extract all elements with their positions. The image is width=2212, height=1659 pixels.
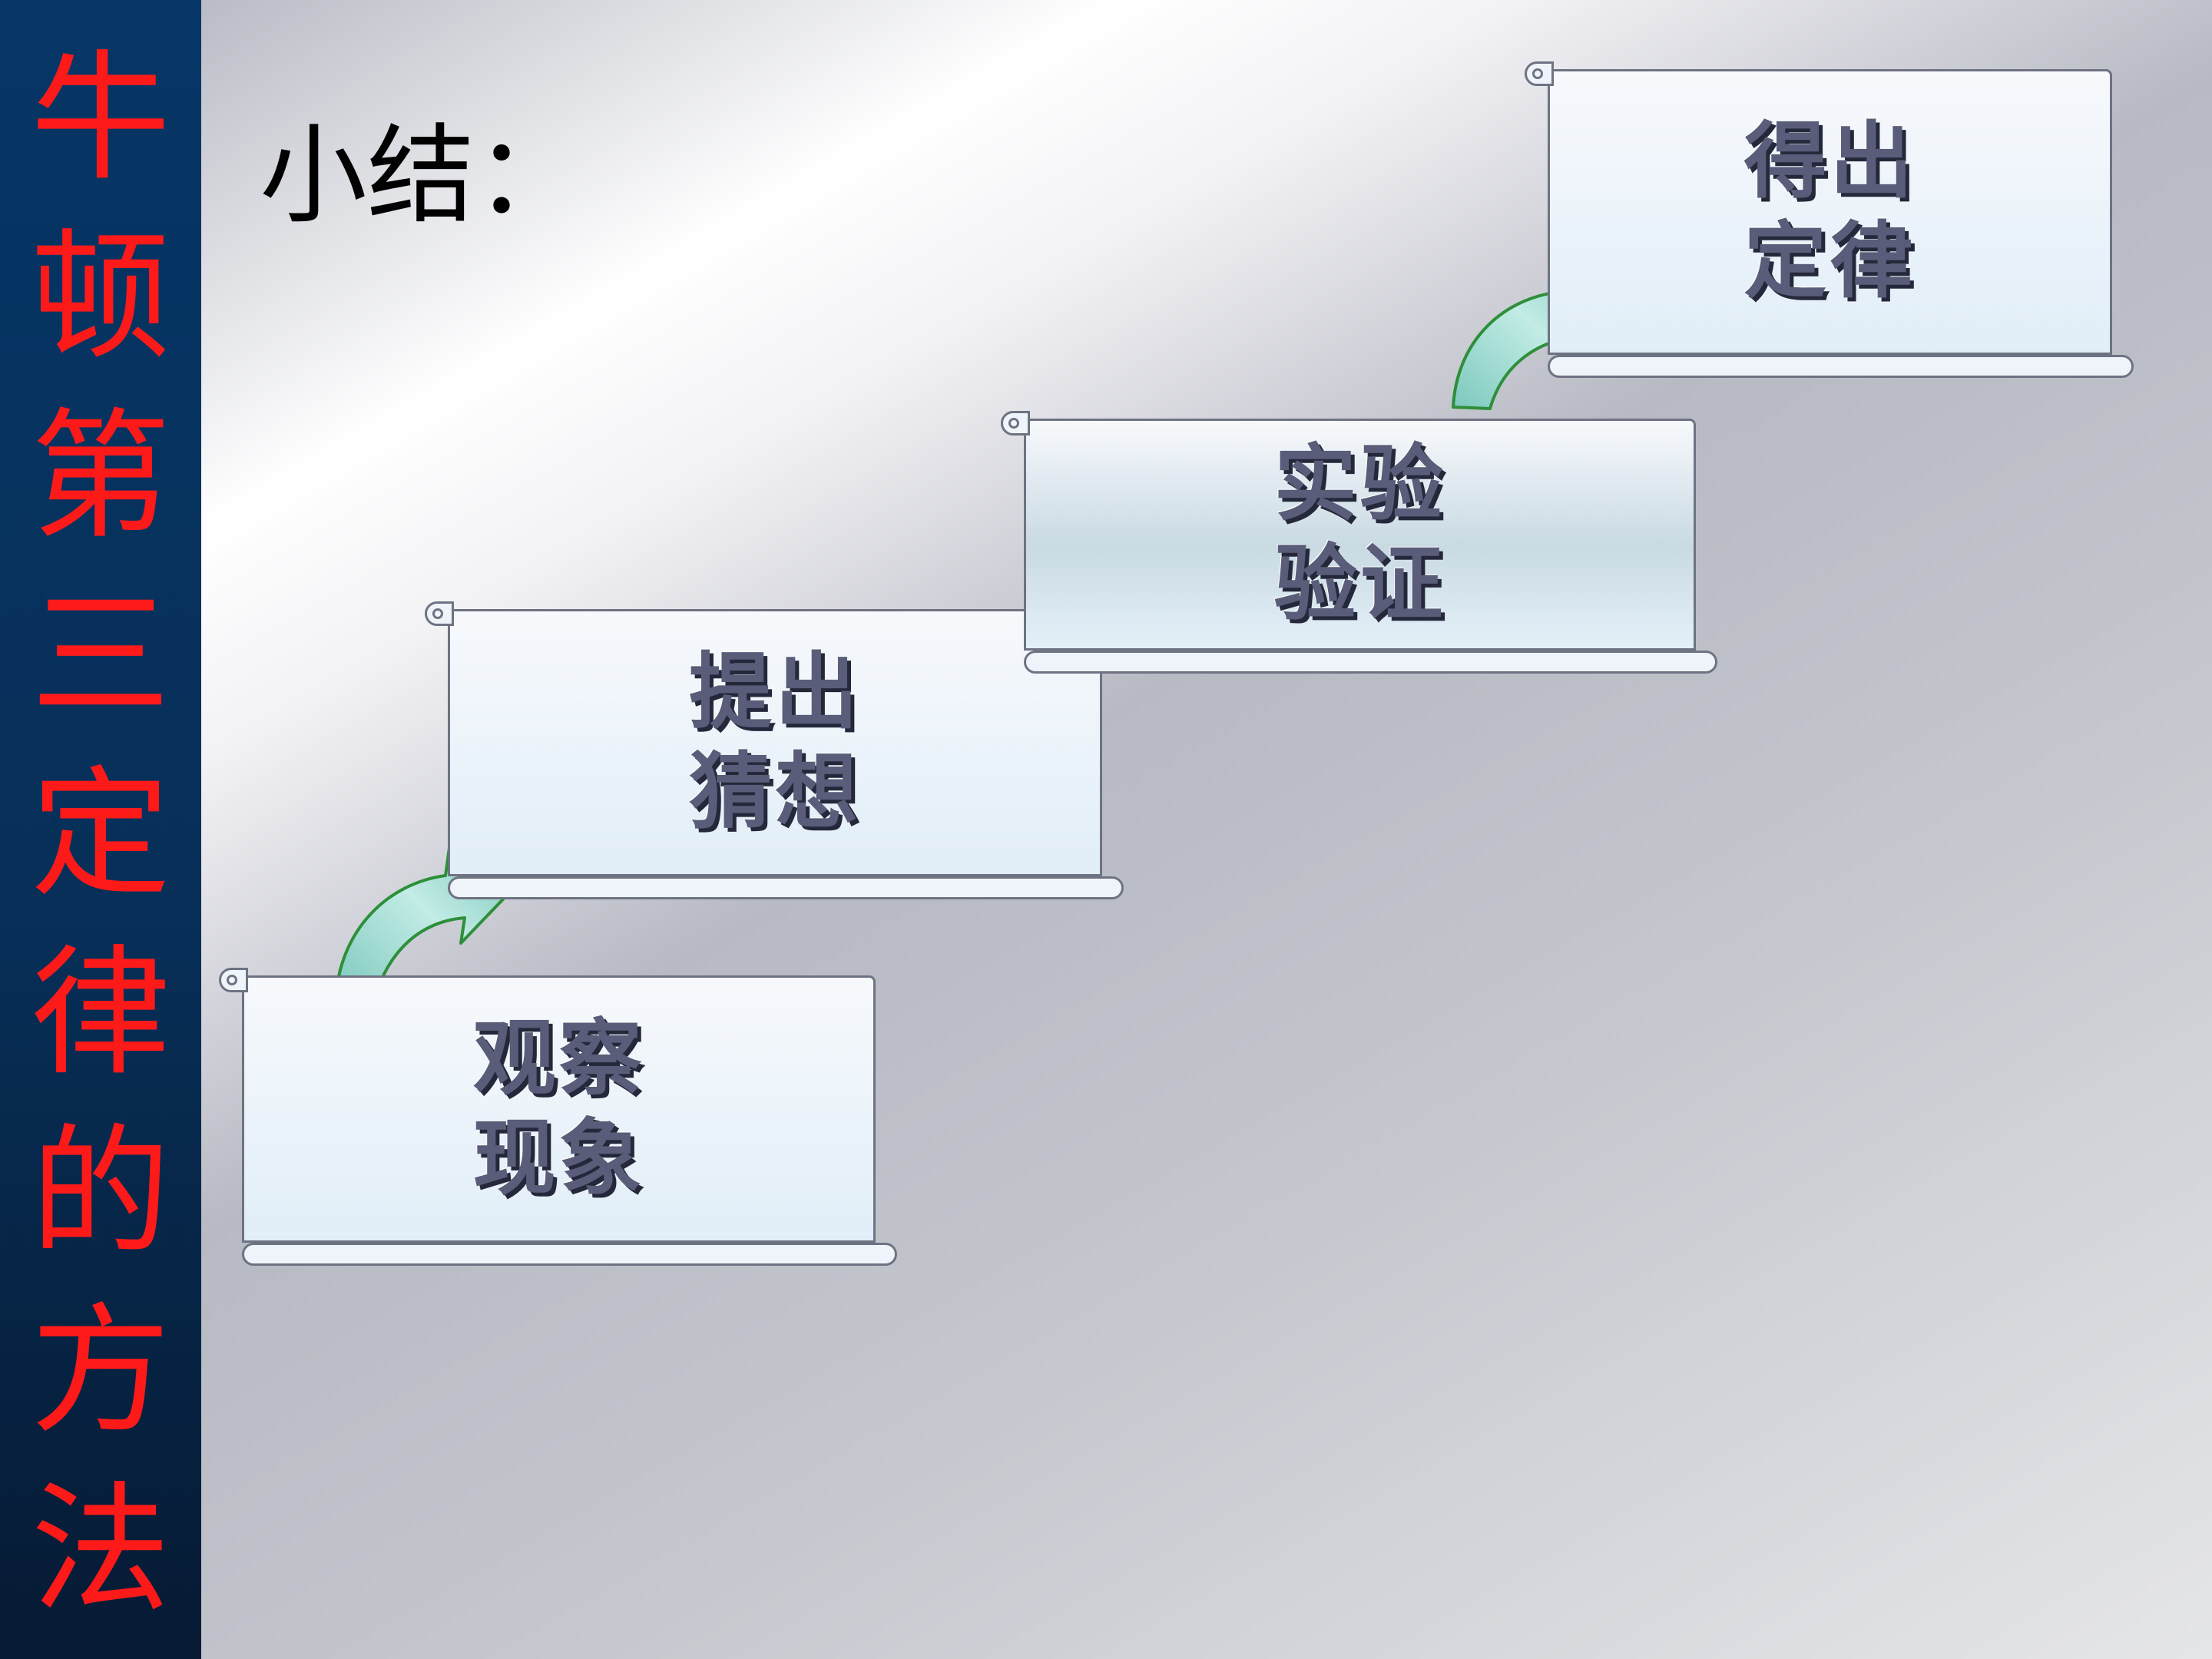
scroll-curl-icon [219, 968, 248, 992]
scroll-paper [242, 975, 876, 1243]
scroll-curl-icon [425, 601, 454, 626]
sidebar-title-char: 牛 [31, 37, 171, 200]
step-label-line: 观察 [472, 1011, 645, 1107]
step-scroll-hypothesis: 提出 猜想 [425, 601, 1124, 899]
scroll-roll [1024, 651, 1717, 674]
sidebar-title-char: 三 [31, 574, 171, 737]
step-scroll-conclusion: 得出 定律 [1525, 61, 2134, 378]
step-label: 提出 猜想 [448, 609, 1102, 876]
step-label-line: 定律 [1743, 214, 1916, 310]
step-label-line: 猜想 [688, 744, 861, 840]
step-label-line: 实验 [1273, 436, 1446, 532]
step-label: 观察 现象 [242, 975, 876, 1243]
scroll-paper [448, 609, 1102, 876]
scroll-paper [1024, 419, 1696, 651]
scroll-roll [242, 1243, 897, 1266]
scroll-roll [448, 876, 1124, 899]
sidebar-title-char: 方 [31, 1290, 171, 1452]
step-label: 得出 定律 [1548, 69, 2112, 355]
sidebar-title-char: 顿 [31, 216, 171, 379]
sidebar-vertical-title: 牛 顿 第 三 定 律 的 方 法 [0, 0, 201, 1659]
step-scroll-experiment: 实验 验证 [1001, 411, 1717, 674]
scroll-curl-icon [1525, 61, 1554, 86]
scroll-roll [1548, 355, 2134, 378]
slide-title: 小结： [260, 114, 583, 239]
sidebar-title-char: 法 [31, 1469, 171, 1631]
step-label-line: 验证 [1273, 536, 1446, 632]
step-label-line: 提出 [688, 644, 861, 740]
scroll-curl-icon [1001, 411, 1030, 435]
step-label-line: 现象 [472, 1111, 645, 1207]
step-label: 实验 验证 [1024, 419, 1696, 651]
sidebar-title-char: 第 [31, 395, 171, 558]
sidebar-title-char: 的 [31, 1111, 171, 1273]
sidebar-title-char: 定 [31, 753, 171, 916]
scroll-paper [1548, 69, 2112, 355]
sidebar-title-char: 律 [31, 932, 171, 1094]
step-scroll-observe: 观察 现象 [219, 968, 897, 1266]
step-label-line: 得出 [1743, 114, 1916, 210]
